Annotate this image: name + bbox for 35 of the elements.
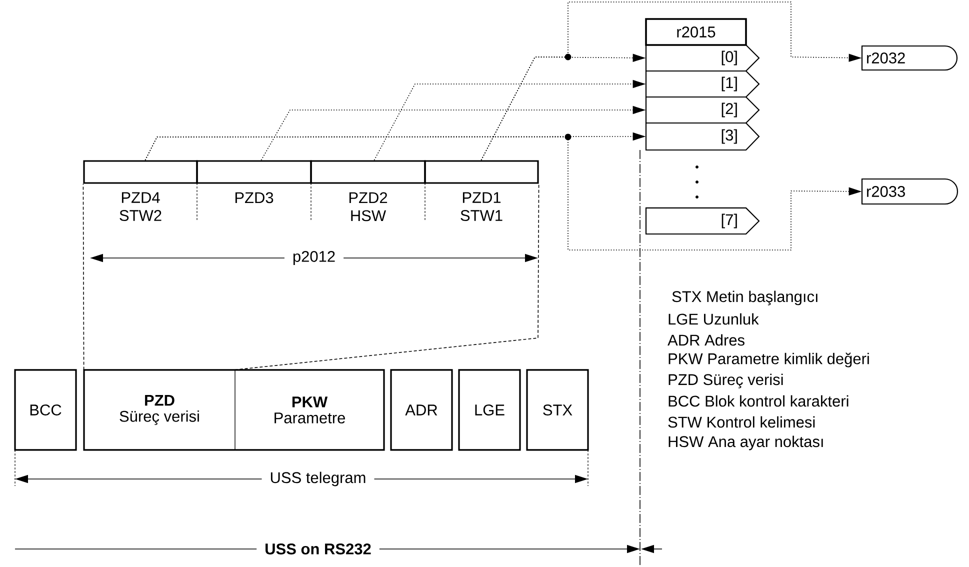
legend-entry: ADR Adres [668,334,744,346]
output-box: r2032 [861,45,958,71]
node-label: PZD2 HSW [349,192,388,222]
legend-entry: STX Metin başlangıcı [672,290,818,306]
data-cell: PZD2 HSW [310,160,426,222]
index-box: [3] [645,122,760,151]
node-label: PZD4 STW2 [120,192,162,222]
telegram-field: LGE [458,369,521,451]
telegram-field: PZD Süreç verisi [83,369,235,451]
legend-entry: LGE Uzunluk [668,313,759,325]
dimension-label: p2012 [284,250,344,266]
index-box: [2] [645,96,760,124]
parameter-box: r2015 [645,18,747,46]
leader-line [234,183,540,370]
index-box: [1] [645,70,760,98]
telegram-field: ADR [390,369,453,451]
legend-entry: STW Kontrol kelimesi [668,416,815,428]
legend-entry: PZD Süreç verisi [668,374,783,388]
output-box: r2033 [861,178,958,205]
index-box: [0] [645,44,760,72]
dimension-label: USS on RS232 [256,542,380,556]
legend-entry: BCC Blok kontrol karakteri [668,395,848,407]
node-label: PZD3 [235,192,274,204]
legend-entry: HSW Ana ayar noktası [668,436,823,450]
data-cell: PZD1 STW1 [424,160,539,221]
legend-entry: PKW Parametre kimlik değeri [668,352,869,368]
dimension-label: USS telegram [262,470,374,488]
leader-line [82,183,84,370]
data-cell: PZD3 [196,160,312,204]
telegram-field: PKW Parametre [234,369,385,451]
telegram-field: BCC [14,369,77,451]
data-cell: PZD4 STW2 [83,160,198,221]
telegram-field: STX [526,369,589,451]
node-label: PZD1 STW1 [460,192,502,222]
index-box: [7] [645,207,760,235]
